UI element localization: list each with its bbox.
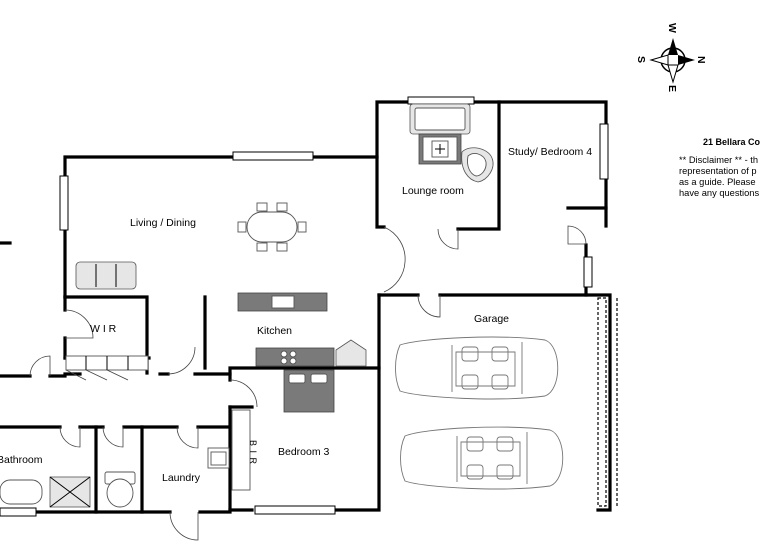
label-bathroom: Bathroom	[0, 454, 43, 466]
label-wir: W I R	[90, 323, 117, 335]
disclaimer-line-2: representation of p	[679, 166, 757, 176]
doors	[29, 225, 587, 541]
compass-s: S	[635, 56, 647, 63]
disclaimer-line-4: have any questions	[679, 188, 760, 198]
cars	[395, 336, 564, 490]
address-title: 21 Bellara Co	[703, 137, 761, 147]
label-bedroom-3: Bedroom 3	[278, 446, 330, 458]
compass-n: N	[695, 56, 707, 64]
compass-rose: W N S E	[635, 23, 707, 92]
furniture	[0, 103, 494, 508]
disclaimer-line-1: ** Disclaimer ** - th	[679, 155, 759, 165]
label-laundry: Laundry	[162, 472, 201, 484]
disclaimer-line-3: as a guide. Please	[679, 177, 756, 187]
label-bir: B I R	[248, 440, 258, 465]
label-living-dining: Living / Dining	[130, 217, 196, 229]
windows	[0, 96, 618, 517]
label-garage: Garage	[474, 313, 509, 325]
compass-w: W	[666, 23, 678, 33]
room-labels: Lounge room Study/ Bedroom 4 Living / Di…	[0, 146, 592, 484]
label-lounge-room: Lounge room	[402, 185, 464, 197]
label-kitchen: Kitchen	[257, 325, 292, 337]
compass-e: E	[666, 85, 678, 92]
label-study: Study/ Bedroom 4	[508, 146, 592, 158]
